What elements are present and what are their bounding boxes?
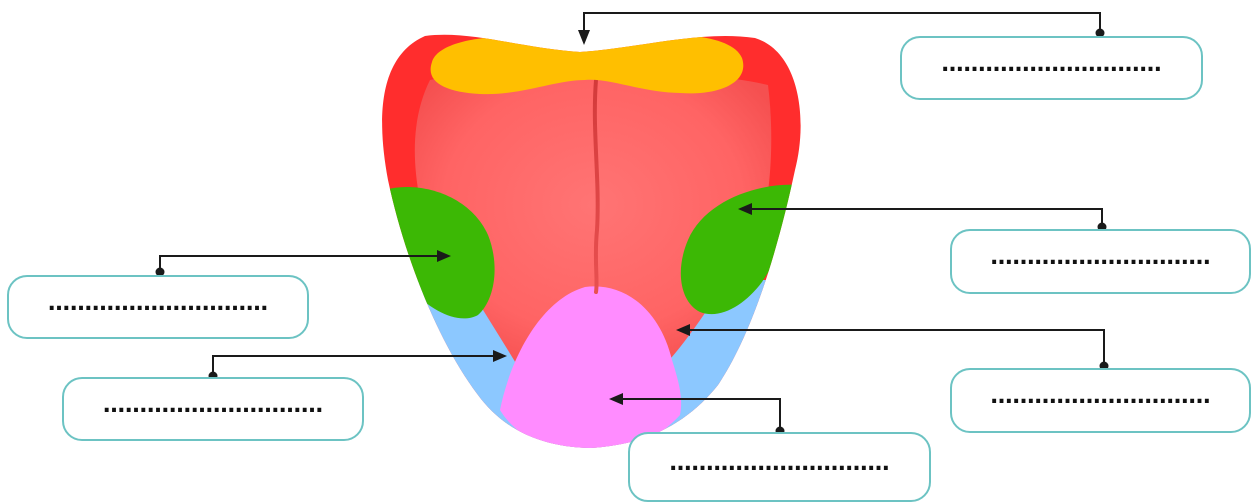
label-box-left-front[interactable]: ………………………… bbox=[62, 377, 364, 441]
label-box-left-middle[interactable]: ………………………… bbox=[7, 275, 309, 339]
label-blank-back: ………………………… bbox=[942, 52, 1162, 77]
label-blank-left-middle: ………………………… bbox=[48, 291, 268, 316]
leader-line-right-front bbox=[690, 330, 1104, 366]
label-blank-tip: ………………………… bbox=[670, 451, 890, 476]
label-blank-right-middle: ………………………… bbox=[991, 245, 1211, 270]
label-blank-right-front: ………………………… bbox=[991, 384, 1211, 409]
label-box-back[interactable]: ………………………… bbox=[900, 36, 1203, 100]
leader-line-right-middle bbox=[752, 209, 1102, 227]
label-box-right-middle[interactable]: ………………………… bbox=[950, 229, 1251, 294]
leader-line-left-front bbox=[213, 356, 493, 376]
label-box-right-front[interactable]: ………………………… bbox=[950, 368, 1251, 433]
label-blank-left-front: ………………………… bbox=[103, 393, 323, 418]
leader-line-left-middle bbox=[160, 256, 437, 272]
arrow-head-back bbox=[578, 30, 590, 45]
tongue bbox=[370, 20, 820, 470]
